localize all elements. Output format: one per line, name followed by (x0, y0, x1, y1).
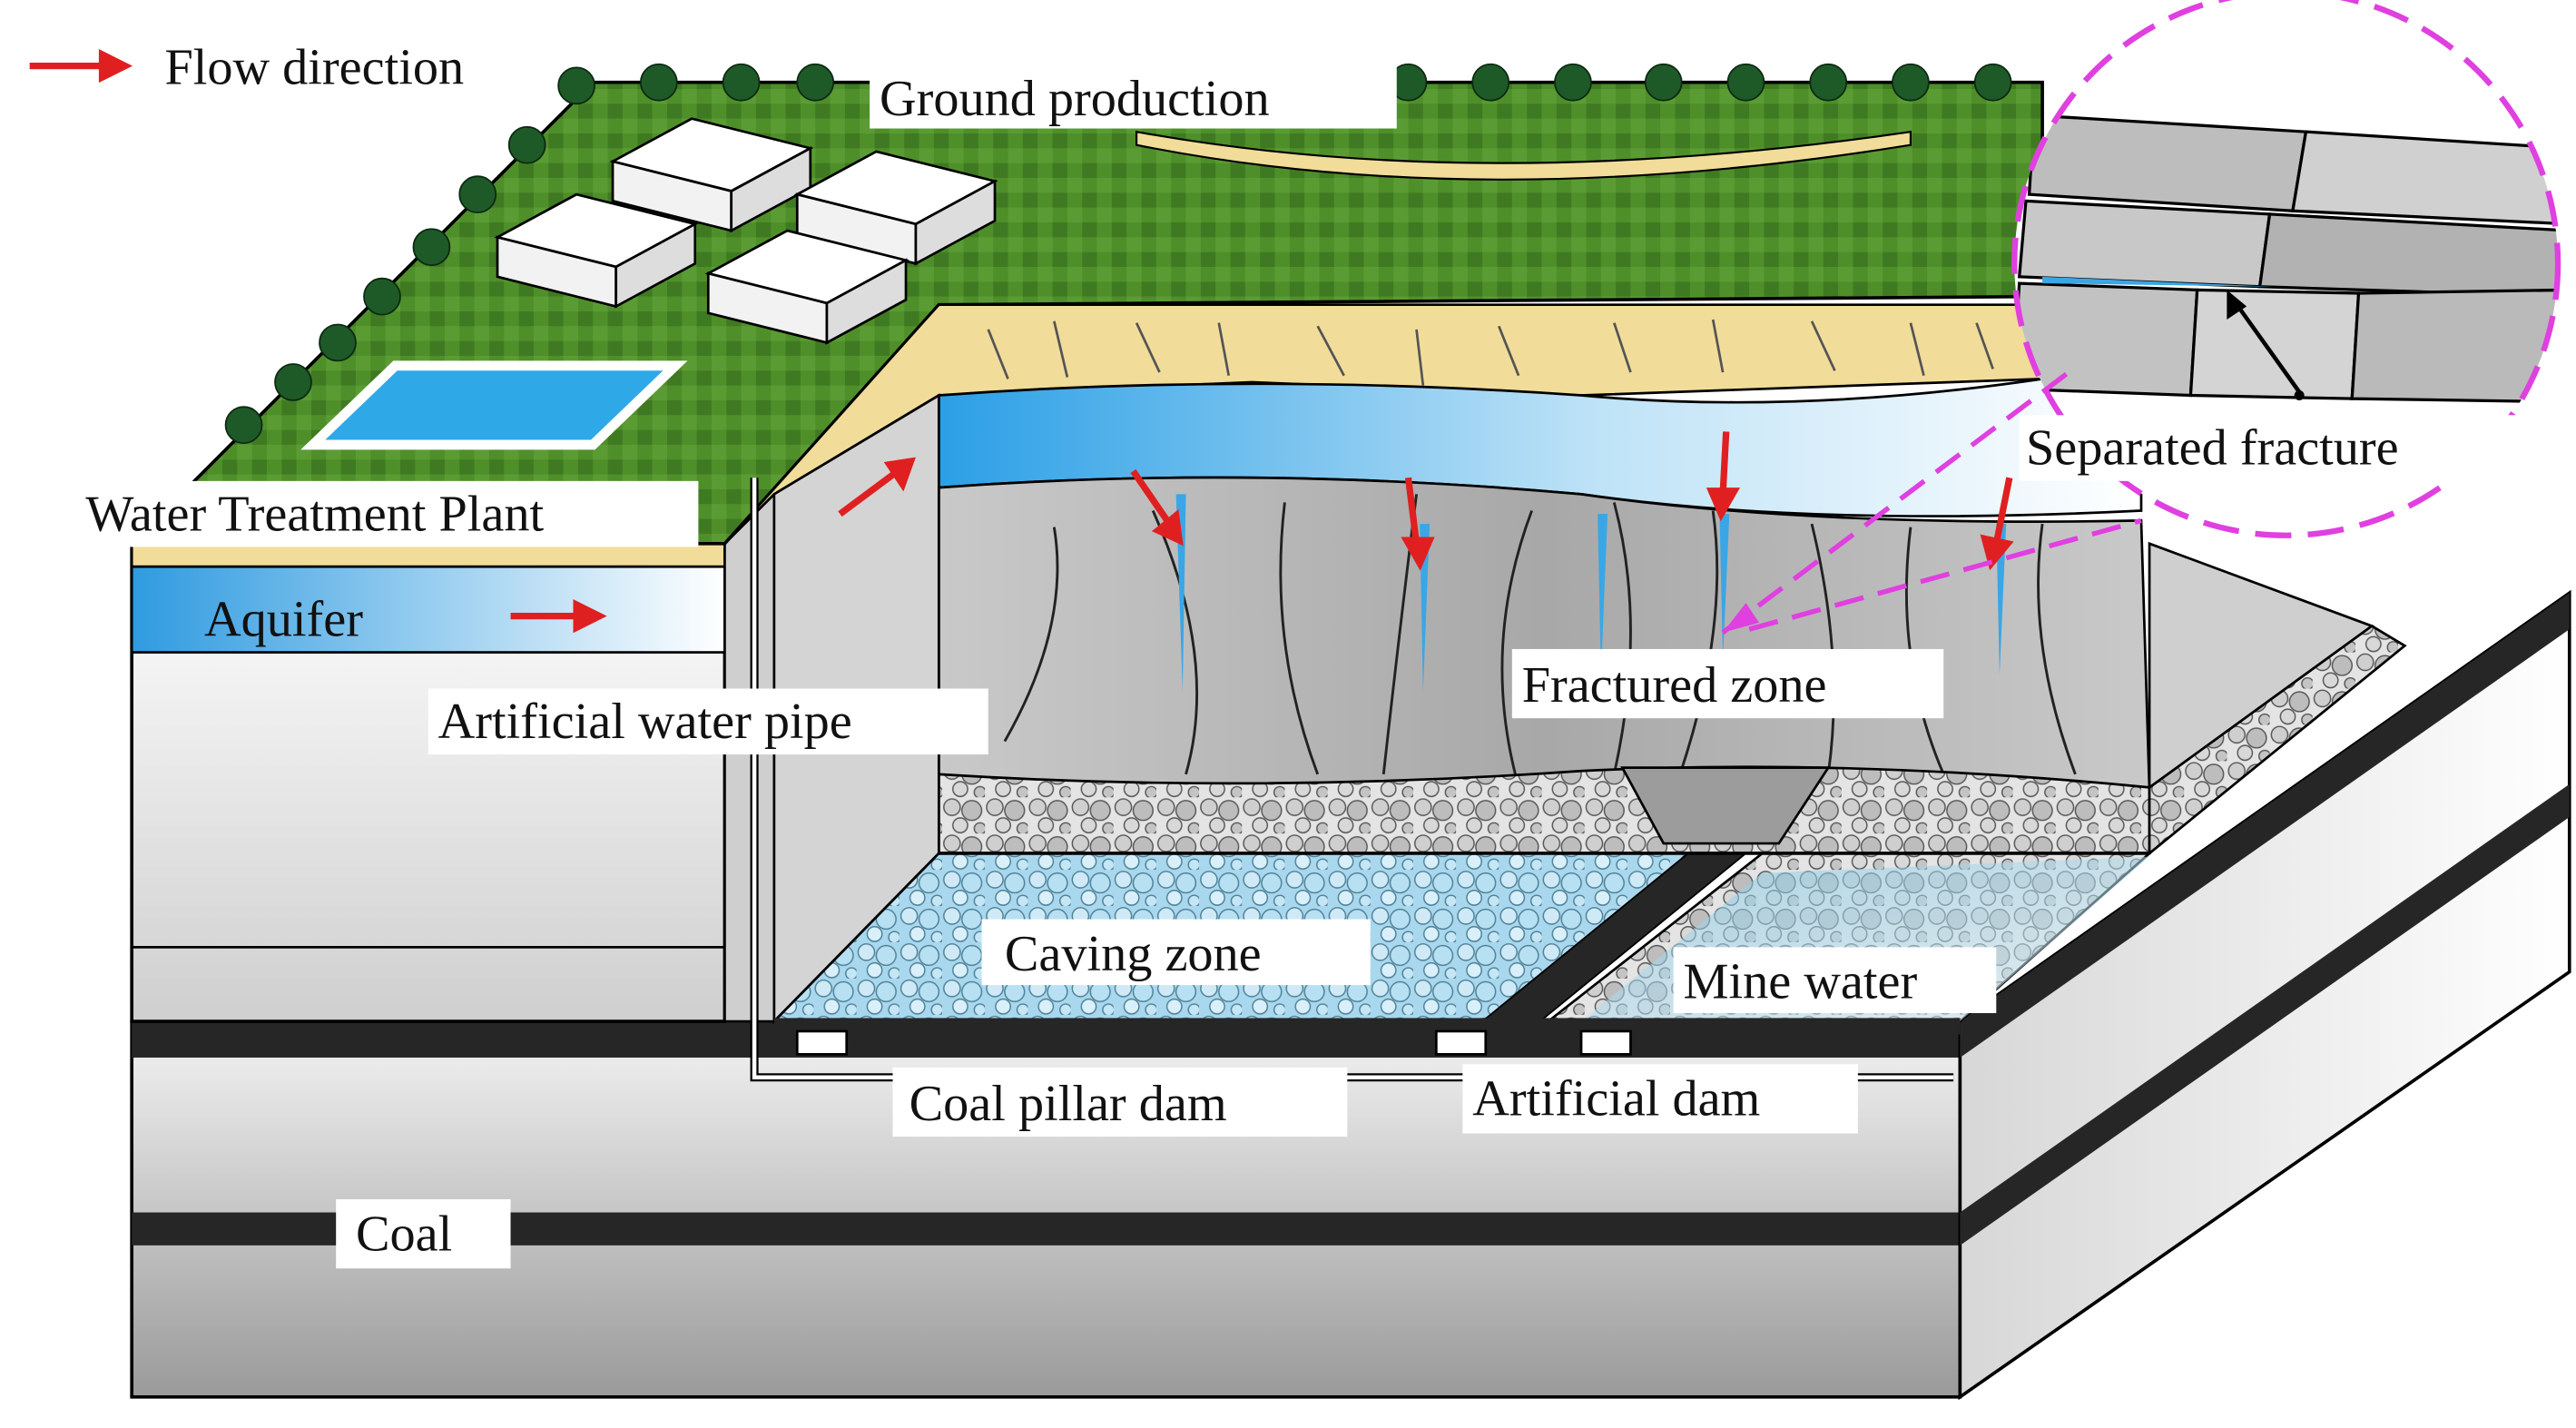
aquifer-left (130, 565, 726, 654)
fractured-zone-label: Fractured zone (1522, 657, 1827, 714)
zoom-circle (2011, 0, 2561, 538)
buildings (494, 117, 998, 345)
caving-zone-label: Caving zone (1005, 926, 1262, 982)
mine-water-label: Mine water (1684, 954, 1918, 1010)
aquifer-label: Aquifer (204, 591, 363, 647)
coal-label: Coal (356, 1206, 452, 1262)
building (494, 192, 699, 309)
flow-arrows (29, 49, 2014, 634)
artificial-dam-label: Artificial dam (1472, 1070, 1760, 1127)
treatment-pool (300, 360, 688, 450)
building (704, 229, 909, 345)
building (793, 150, 998, 266)
labels: Flow direction Ground production Water T… (79, 40, 2523, 1269)
left-block (130, 491, 776, 1023)
artificial-water-pipe-label: Artificial water pipe (438, 694, 852, 750)
fractured-rock (937, 476, 2151, 793)
water-treatment-plant-label: Water Treatment Plant (85, 486, 544, 542)
legend-flow-direction-label: Flow direction (164, 40, 464, 96)
coal-pillar-dam-label: Coal pillar dam (909, 1076, 1227, 1132)
artificial-dam-block (1579, 1029, 1632, 1056)
separated-fracture-label: Separated fracture (2026, 420, 2399, 477)
ground-production-label: Ground production (880, 71, 1270, 127)
coal-pillar-dam-block (795, 1029, 849, 1056)
dam-block (1434, 1029, 1488, 1056)
building (609, 117, 814, 233)
gravel-layer (937, 765, 2151, 855)
trees (224, 63, 2012, 445)
